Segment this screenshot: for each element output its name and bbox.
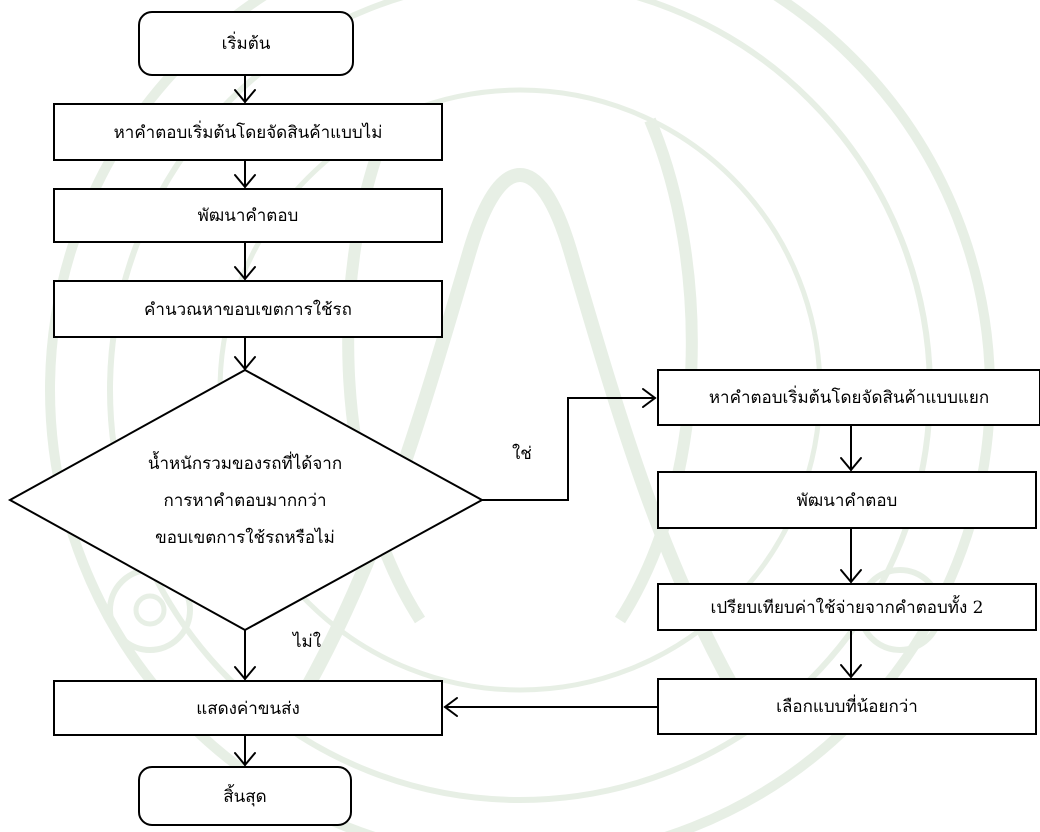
develop-solution-label: พัฒนาคำตอบ [197,206,299,226]
show-cost-process: แสดงค่าขนส่ง [53,680,443,736]
start-terminal: เริ่มต้น [138,11,354,76]
initial-separate-label: หาคำตอบเริ่มต้นโดยจัดสินค้าแบบแยก [708,388,990,408]
show-cost-label: แสดงค่าขนส่ง [196,698,300,719]
compare-cost-label: เปรียบเทียบค่าใช้จ่ายจากคำตอบทั้ง 2 [710,597,984,618]
initial-separate-process: หาคำตอบเริ่มต้นโดยจัดสินค้าแบบแยก [657,369,1040,426]
compute-limit-label: คำนวณหาขอบเขตการใช้รถ [144,299,352,320]
start-label: เริ่มต้น [221,34,271,54]
decision-line-2: การหาคำตอบมากกว่า [163,491,327,511]
choose-less-label: เลือกแบบที่น้อยกว่า [776,697,918,717]
end-label: สิ้นสุด [223,786,267,807]
decision-text: น้ำหนักรวมของรถที่ได้จาก การหาคำตอบมากกว… [90,446,400,557]
yes-label: ใช่ [512,444,532,464]
decision-line-3: ขอบเขตการใช้รถหรือไม่ [155,528,335,548]
compute-limit-process: คำนวณหาขอบเขตการใช้รถ [53,280,443,338]
initial-mixed-label: หาคำตอบเริ่มต้นโดยจัดสินค้าแบบไม่ [113,122,383,143]
arrow-decision-yes [481,397,656,501]
decision-diamond [7,368,485,632]
end-terminal: สิ้นสุด [138,766,352,826]
develop-solution-2-label: พัฒนาคำตอบ [796,490,898,511]
compare-cost-process: เปรียบเทียบค่าใช้จ่ายจากคำตอบทั้ง 2 [657,583,1037,631]
develop-solution-process: พัฒนาคำตอบ [53,188,443,243]
no-label: ไม่ใ [293,632,322,652]
initial-mixed-process: หาคำตอบเริ่มต้นโดยจัดสินค้าแบบไม่ [53,103,443,161]
choose-less-process: เลือกแบบที่น้อยกว่า [657,678,1037,735]
develop-solution-2-process: พัฒนาคำตอบ [657,471,1037,529]
decision-line-1: น้ำหนักรวมของรถที่ได้จาก [147,454,343,474]
